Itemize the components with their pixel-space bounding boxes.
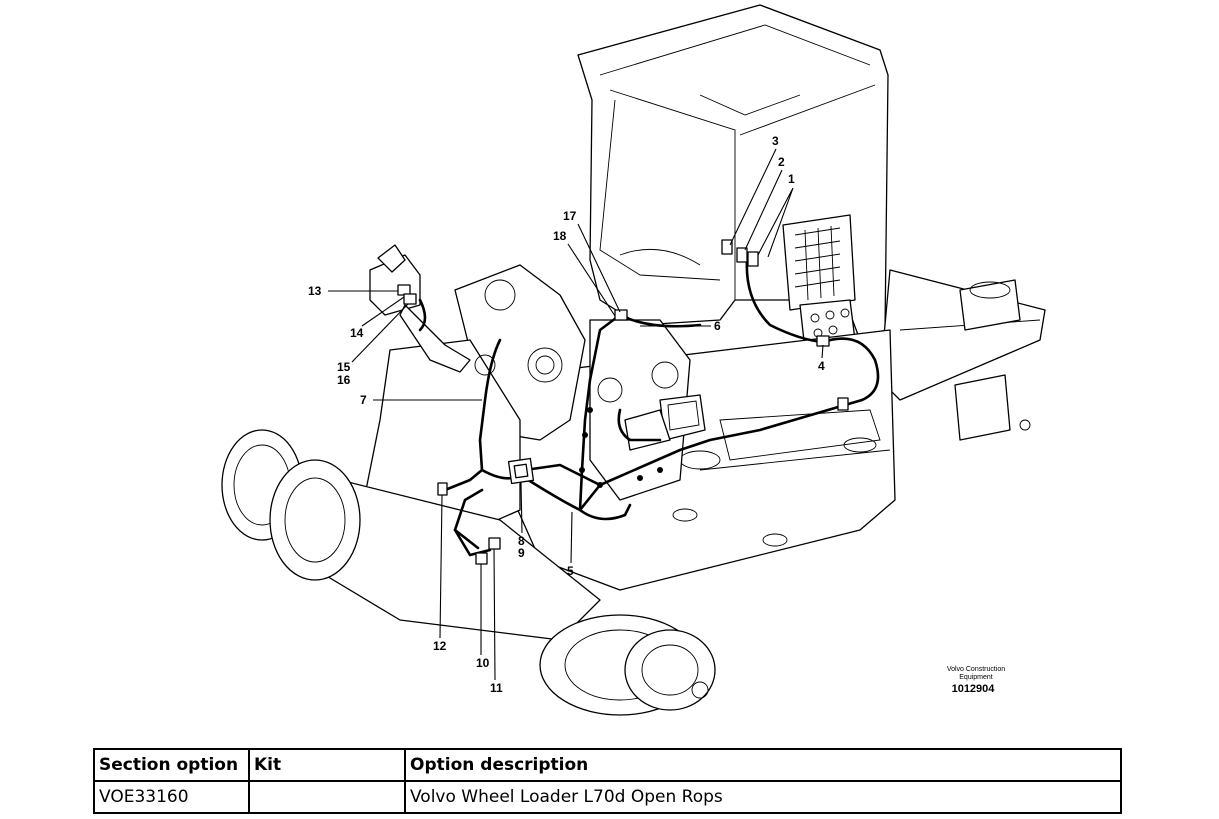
svg-text:2: 2 <box>778 155 785 169</box>
callout-4: 4 <box>818 344 825 373</box>
document-number: 1012904 <box>952 683 996 695</box>
svg-text:16: 16 <box>337 373 351 387</box>
fuse-box <box>782 214 856 311</box>
callout-6: 6 <box>640 319 721 333</box>
svg-text:11: 11 <box>490 681 503 695</box>
svg-text:7: 7 <box>360 393 367 407</box>
loader-arms <box>359 264 691 546</box>
svg-text:18: 18 <box>553 229 567 243</box>
header-option-description: Option description <box>404 748 1122 782</box>
svg-text:12: 12 <box>433 639 447 653</box>
header-section-option: Section option <box>93 748 250 782</box>
svg-text:9: 9 <box>518 546 525 560</box>
cell-section-option: VOE33160 <box>93 780 250 814</box>
svg-text:13: 13 <box>308 284 322 298</box>
svg-text:4: 4 <box>818 359 825 373</box>
wiring-harness-diagram: 1 2 3 4 5 6 7 8 9 10 11 12 <box>221 4 1046 716</box>
svg-text:10: 10 <box>476 656 490 670</box>
callout-8: 8 <box>518 481 525 548</box>
table-row: VOE33160 Volvo Wheel Loader L70d Open Ro… <box>93 780 1122 814</box>
callout-14: 14 <box>350 296 405 340</box>
svg-text:3: 3 <box>772 134 779 148</box>
rear-frame <box>879 269 1046 441</box>
front-axle <box>221 429 716 716</box>
callout-15: 15 <box>337 303 409 374</box>
callout-12: 12 <box>433 494 447 653</box>
credit-line-2: Equipment <box>959 674 993 681</box>
callout-1: 1 <box>757 172 795 258</box>
svg-text:15: 15 <box>337 360 351 374</box>
svg-text:17: 17 <box>563 209 577 223</box>
svg-text:8: 8 <box>518 534 525 548</box>
callout-2: 2 <box>744 155 785 251</box>
option-table: Section option Kit Option description VO… <box>93 748 1122 814</box>
callout-3: 3 <box>729 134 779 246</box>
callout-16: 16 <box>337 373 351 387</box>
callout-17: 17 <box>563 209 621 313</box>
credit-line-1: Volvo Construction <box>947 666 1005 673</box>
callout-5: 5 <box>567 511 574 578</box>
callout-18: 18 <box>553 229 616 317</box>
callout-9: 9 <box>518 546 525 560</box>
cell-option-description: Volvo Wheel Loader L70d Open Rops <box>404 780 1122 814</box>
cell-kit <box>248 780 406 814</box>
callout-13: 13 <box>308 284 398 298</box>
callout-11: 11 <box>490 548 503 695</box>
svg-text:6: 6 <box>714 319 721 333</box>
svg-text:14: 14 <box>350 326 364 340</box>
header-kit: Kit <box>248 748 406 782</box>
table-header-row: Section option Kit Option description <box>93 748 1122 782</box>
wiring-harness <box>418 258 880 557</box>
harness-connectors <box>397 239 849 565</box>
callout-7: 7 <box>360 393 482 407</box>
control-unit <box>369 244 471 373</box>
callout-10: 10 <box>476 564 490 670</box>
svg-text:1: 1 <box>788 172 795 186</box>
svg-text:5: 5 <box>567 564 574 578</box>
